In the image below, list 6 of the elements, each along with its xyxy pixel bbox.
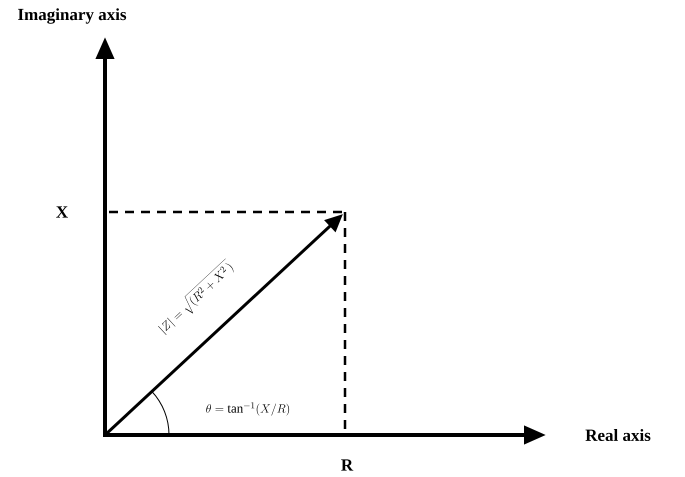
axis-label: Imaginary axis <box>18 8 126 24</box>
angle-formula: $\theta = \tan^{-1}(X/R)$ <box>206 402 290 416</box>
axis-value-label: X <box>56 206 68 218</box>
axis-value-label: R <box>341 459 354 471</box>
magnitude-formula: $|Z| = \sqrt{(R^2+X^2\,)}$ <box>158 258 234 335</box>
axis-label: Real axis <box>586 429 650 441</box>
